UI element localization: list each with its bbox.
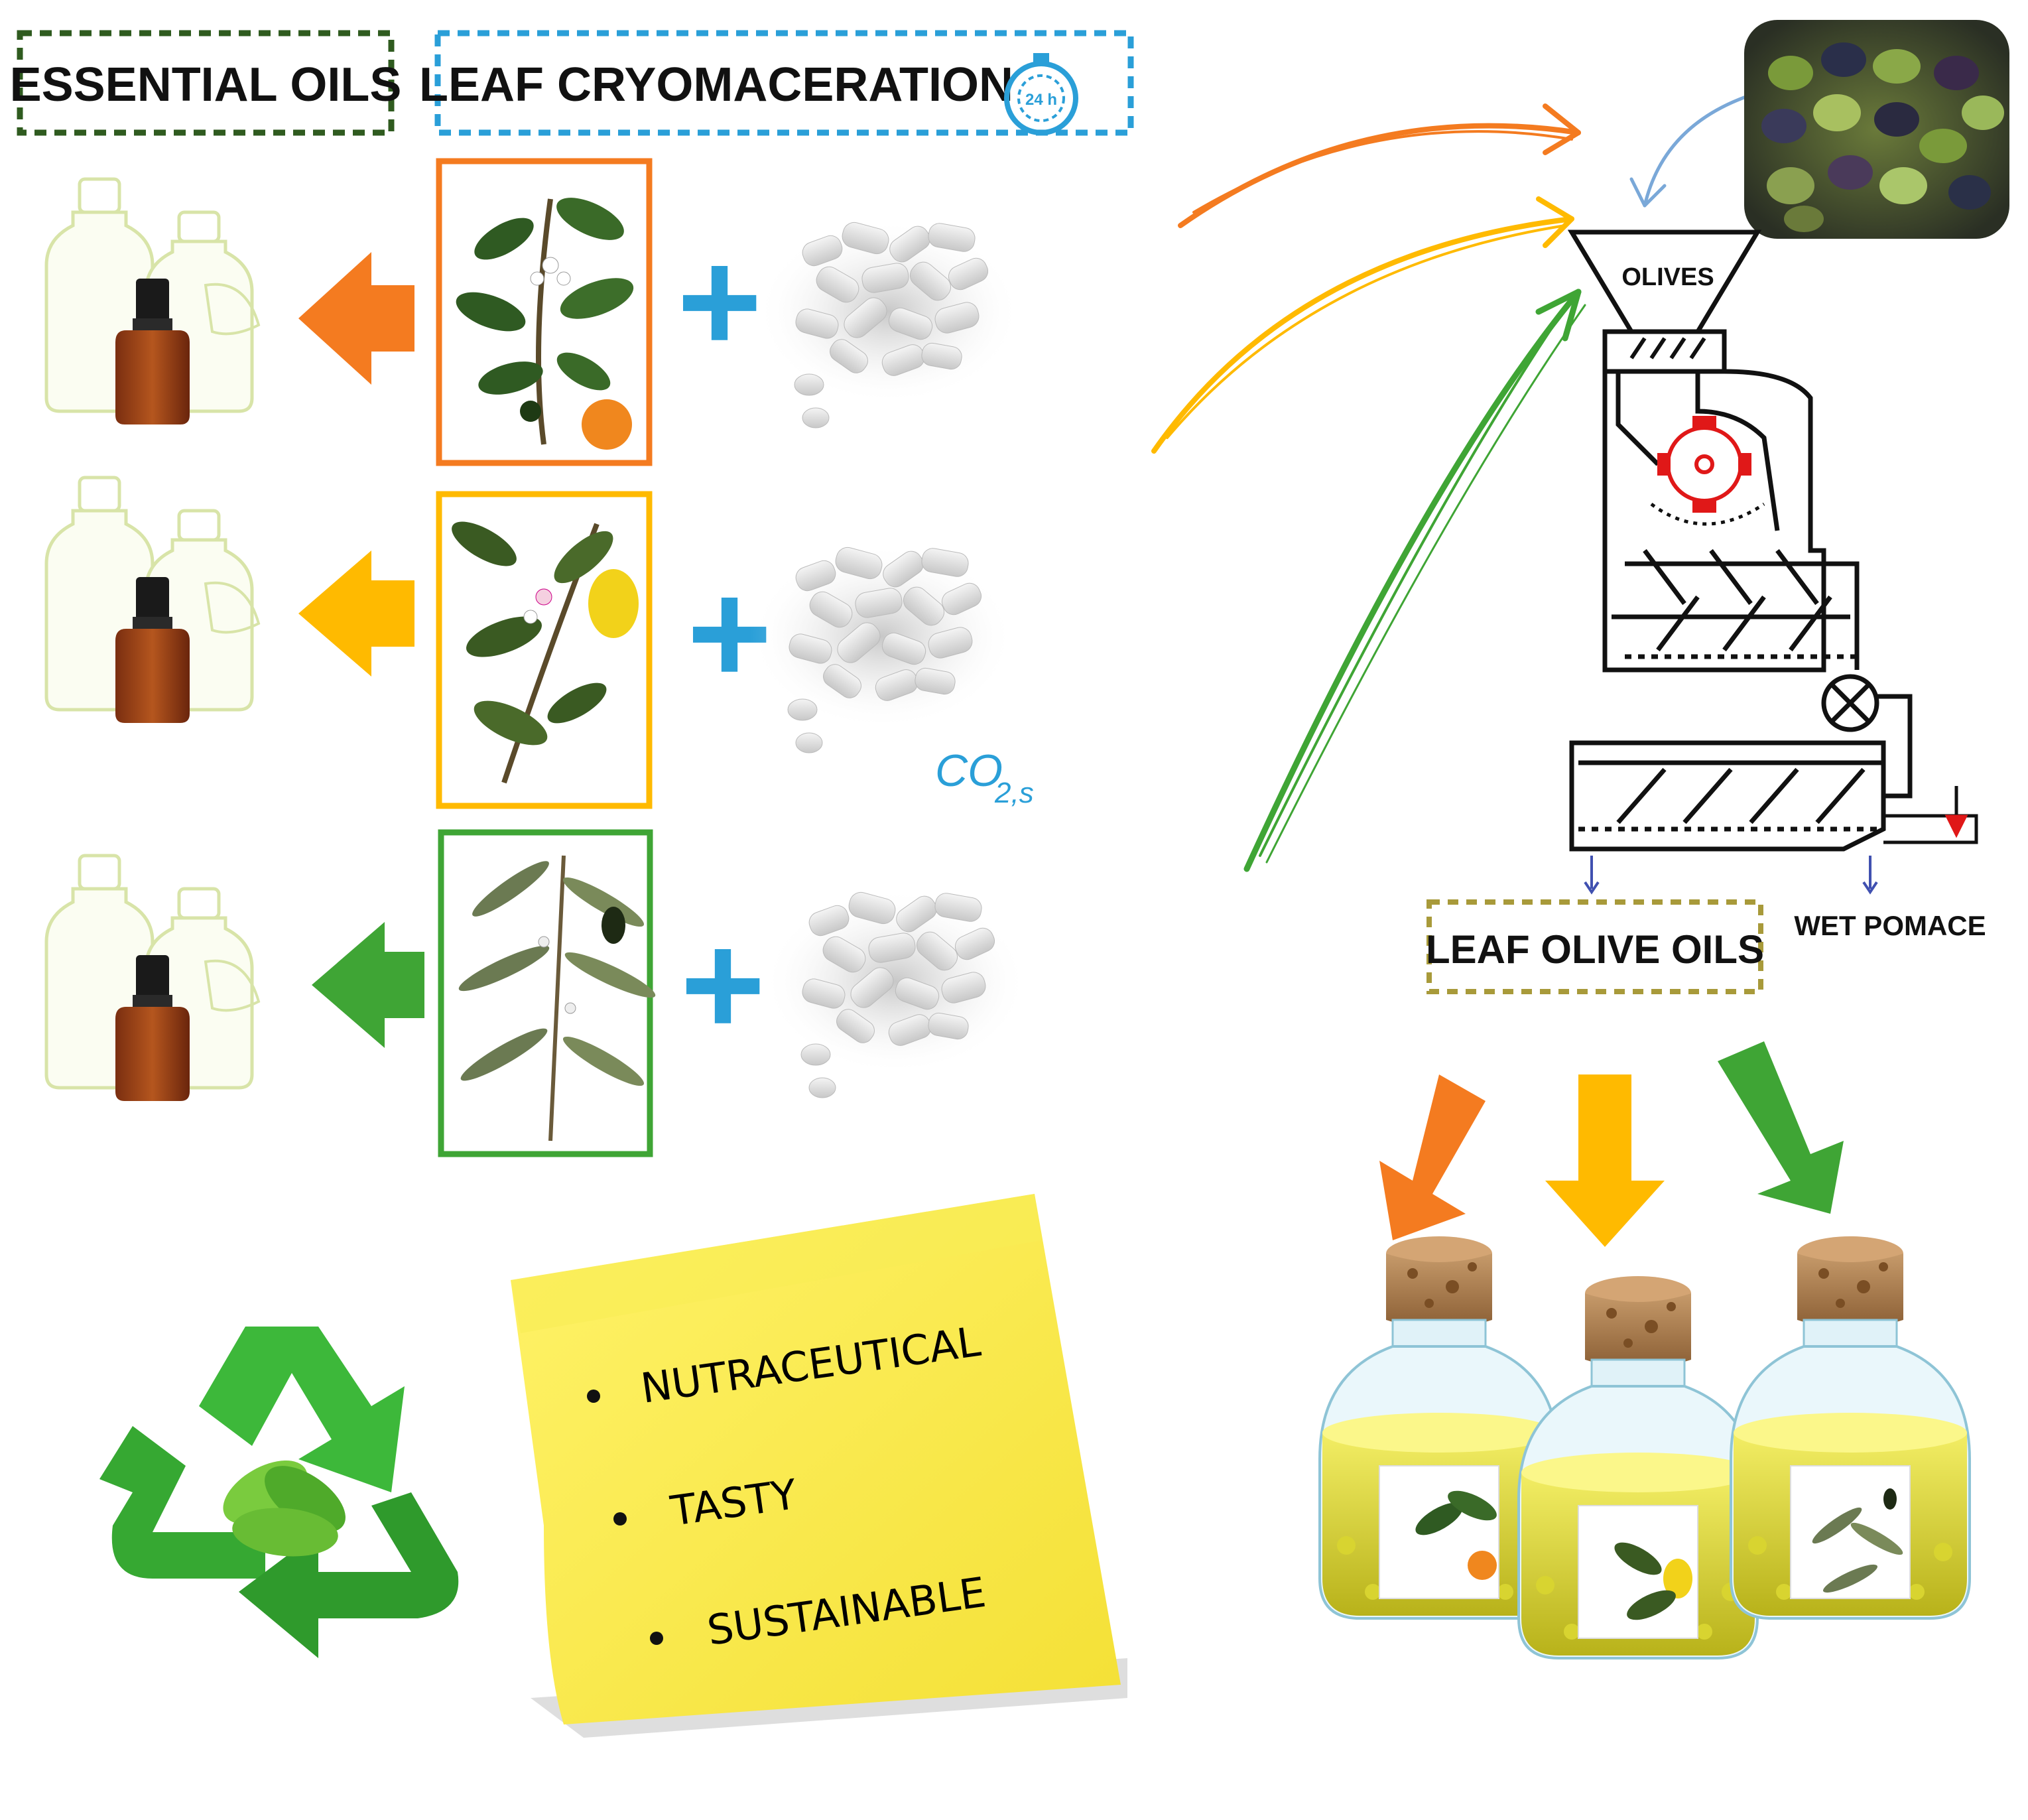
orange-down-arrow-icon bbox=[1379, 1074, 1486, 1240]
essential-oil-bottles-icon bbox=[46, 856, 259, 1101]
leaf-olive-oils-header: LEAF OLIVE OILS bbox=[1426, 899, 1764, 994]
leaf-olive-oils-title: LEAF OLIVE OILS bbox=[1426, 927, 1764, 972]
dry-ice-pellets-icon bbox=[755, 218, 1022, 428]
dry-ice-pellets-icon bbox=[749, 543, 1015, 753]
leaf-cryomaceration-title: LEAF CRYOMACERATION bbox=[419, 58, 1013, 111]
plus-icon-1: + bbox=[677, 220, 762, 383]
olives-photo-icon bbox=[1744, 20, 2009, 239]
yellow-arrow-icon bbox=[298, 551, 414, 677]
wet-pomace-label: WET POMACE bbox=[1794, 910, 1986, 941]
dry-ice-pellets-icon bbox=[762, 888, 1029, 1098]
lemon-branch-icon bbox=[452, 521, 639, 784]
orange-branch-icon bbox=[456, 198, 634, 450]
olive-branch-icon bbox=[458, 855, 656, 1141]
hopper-label: OLIVES bbox=[1621, 263, 1714, 291]
bottle-labels bbox=[1415, 1488, 1903, 1620]
orange-arrow-icon bbox=[298, 252, 414, 385]
row-orange: + bbox=[46, 158, 1022, 466]
leaf-cryomaceration-header: LEAF CRYOMACERATION 24 h bbox=[419, 30, 1134, 136]
bullet-icon bbox=[613, 1512, 627, 1526]
green-arrow-icon bbox=[312, 922, 424, 1048]
mill-crusher-icon bbox=[1657, 416, 1751, 513]
essential-oils-header: ESSENTIAL OILS bbox=[10, 30, 402, 136]
essential-oil-bottles-icon bbox=[46, 478, 259, 723]
row-olive: + bbox=[46, 829, 1029, 1157]
yellow-down-arrow-icon bbox=[1545, 1074, 1665, 1247]
green-down-arrow-icon bbox=[1718, 1041, 1844, 1214]
recycle-leaves-icon bbox=[99, 1327, 459, 1658]
co2-label-main: CO bbox=[935, 746, 1003, 796]
sticky-note bbox=[511, 1194, 1127, 1738]
co2-solid-label: CO 2,s bbox=[935, 746, 1034, 809]
row-lemon: + CO 2,s bbox=[46, 478, 1034, 809]
olive-oil-bottle-icon bbox=[1730, 1235, 1971, 1620]
flow-arrows-to-mill bbox=[1151, 78, 1832, 872]
timer-label: 24 h bbox=[1025, 91, 1057, 109]
bullet-icon bbox=[587, 1390, 600, 1403]
olive-mill-schematic-icon: OLIVES bbox=[1567, 229, 1978, 895]
plus-icon-3: + bbox=[680, 903, 765, 1066]
essential-oil-bottles-icon bbox=[46, 179, 259, 424]
essential-oils-title: ESSENTIAL OILS bbox=[10, 58, 402, 111]
timer-icon: 24 h bbox=[1004, 53, 1078, 135]
co2-label-sub: 2,s bbox=[994, 777, 1034, 809]
bullet-icon bbox=[650, 1632, 663, 1645]
